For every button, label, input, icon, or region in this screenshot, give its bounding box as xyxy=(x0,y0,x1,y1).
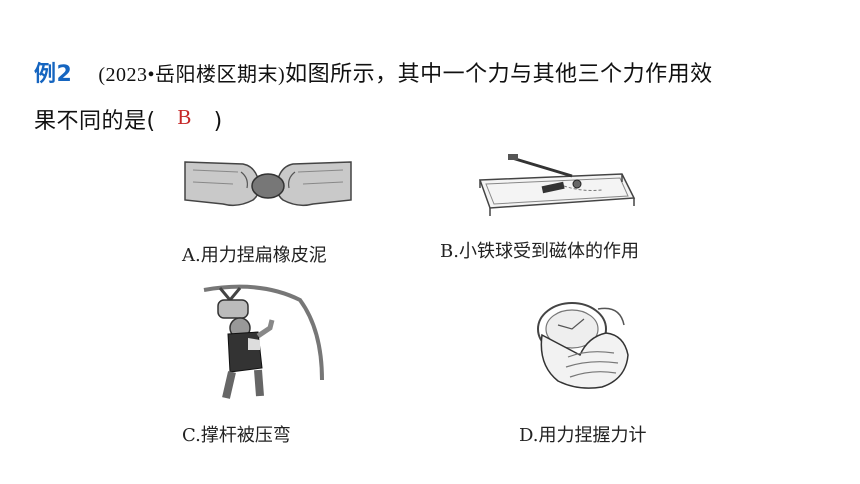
question-source: (2023•岳阳楼区期末) xyxy=(98,64,286,86)
figure-a xyxy=(183,152,353,214)
question-close-paren: ) xyxy=(213,109,223,134)
question-text: 例2 (2023•岳阳楼区期末)如图所示，其中一个力与其他三个力作用效 果不同的是… xyxy=(34,52,834,145)
caption-a: A.用力捏扁橡皮泥 xyxy=(182,245,327,266)
figure-b xyxy=(472,150,642,220)
answer-blank: B xyxy=(156,98,214,145)
question-stem-line2: 果不同的是( xyxy=(34,109,156,134)
caption-d: D.用力捏握力计 xyxy=(519,425,647,446)
pole-vaulter-icon xyxy=(203,284,324,399)
hand-grip-dynamometer-icon xyxy=(537,302,629,389)
figure-c xyxy=(200,280,340,410)
caption-b: B.小铁球受到磁体的作用 xyxy=(440,241,639,262)
question-stem-line1: 如图所示，其中一个力与其他三个力作用效 xyxy=(285,62,713,87)
hands-squeezing-clay-icon xyxy=(184,161,352,207)
caption-c: C.撑杆被压弯 xyxy=(182,425,291,446)
question-label: 例2 xyxy=(34,62,73,87)
answer-value: B xyxy=(177,105,192,129)
figure-d xyxy=(528,295,638,395)
iron-ball-magnet-icon xyxy=(478,154,636,216)
